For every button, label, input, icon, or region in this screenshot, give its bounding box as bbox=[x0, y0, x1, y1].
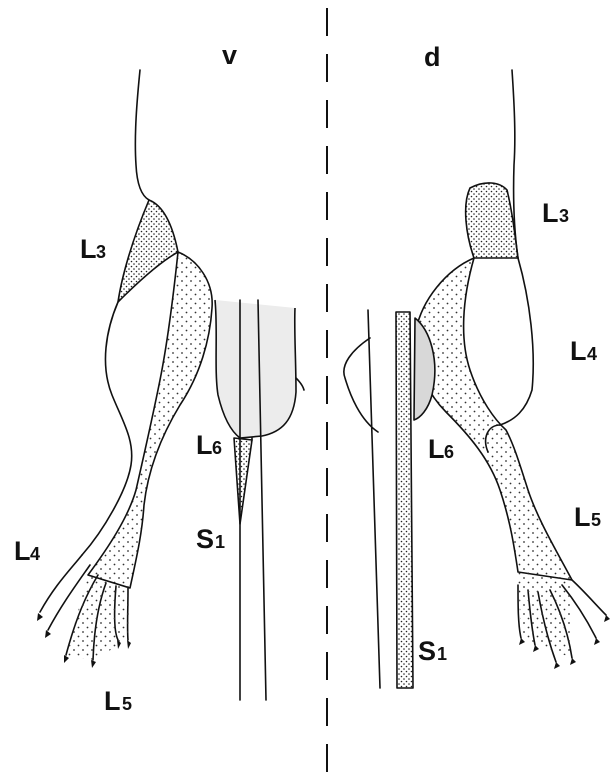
svg-text:L: L bbox=[196, 430, 213, 460]
view-tag-ventral: v bbox=[222, 40, 237, 70]
svg-text:L: L bbox=[104, 686, 121, 716]
dorsal-thigh-outline bbox=[500, 258, 533, 425]
svg-text:4: 4 bbox=[30, 544, 40, 564]
svg-text:6: 6 bbox=[444, 442, 454, 462]
svg-text:1: 1 bbox=[215, 532, 225, 552]
ventral-side-tick bbox=[296, 378, 304, 390]
dorsal-l5-region bbox=[415, 258, 572, 580]
ventral-body-outline bbox=[135, 70, 149, 200]
view-tag-dorsal: d bbox=[424, 42, 441, 72]
dorsal-label-l4: L 4 bbox=[570, 336, 597, 366]
svg-text:L: L bbox=[80, 234, 97, 264]
dorsal-label-l5: L 5 bbox=[574, 502, 601, 532]
dorsal-label-l6: L 6 bbox=[428, 434, 454, 464]
ventral-s1-region bbox=[234, 438, 252, 524]
dorsal-view bbox=[344, 70, 610, 688]
svg-text:3: 3 bbox=[559, 206, 569, 226]
dorsal-foot-sole bbox=[518, 572, 572, 658]
dorsal-hip-outline bbox=[344, 338, 378, 432]
svg-text:L: L bbox=[14, 536, 31, 566]
svg-text:L: L bbox=[570, 336, 587, 366]
svg-text:3: 3 bbox=[96, 242, 106, 262]
svg-text:L: L bbox=[542, 198, 559, 228]
ventral-label-l6: L 6 bbox=[196, 430, 222, 460]
svg-text:6: 6 bbox=[212, 438, 222, 458]
ventral-l3-region bbox=[118, 200, 178, 302]
dorsal-label-l3: L 3 bbox=[542, 198, 569, 228]
svg-text:1: 1 bbox=[437, 644, 447, 664]
svg-text:S: S bbox=[196, 524, 214, 554]
ventral-view bbox=[37, 70, 304, 700]
svg-text:5: 5 bbox=[122, 694, 132, 714]
dorsal-l3-region bbox=[466, 183, 518, 258]
ventral-label-l3: L 3 bbox=[80, 234, 106, 264]
ventral-l6-region bbox=[215, 300, 296, 438]
ventral-l5-region bbox=[88, 252, 212, 588]
svg-text:L: L bbox=[428, 434, 445, 464]
dorsal-s1-region bbox=[396, 312, 413, 688]
dorsal-label-s1: S 1 bbox=[418, 636, 447, 666]
svg-text:S: S bbox=[418, 636, 436, 666]
ventral-label-l4: L 4 bbox=[14, 536, 40, 566]
dorsal-tail-left bbox=[368, 310, 380, 688]
ventral-label-s1: S 1 bbox=[196, 524, 225, 554]
ventral-foot-sole bbox=[66, 575, 130, 660]
svg-text:4: 4 bbox=[587, 344, 597, 364]
svg-text:L: L bbox=[574, 502, 591, 532]
ventral-label-l5: L 5 bbox=[104, 686, 132, 716]
svg-text:5: 5 bbox=[591, 510, 601, 530]
